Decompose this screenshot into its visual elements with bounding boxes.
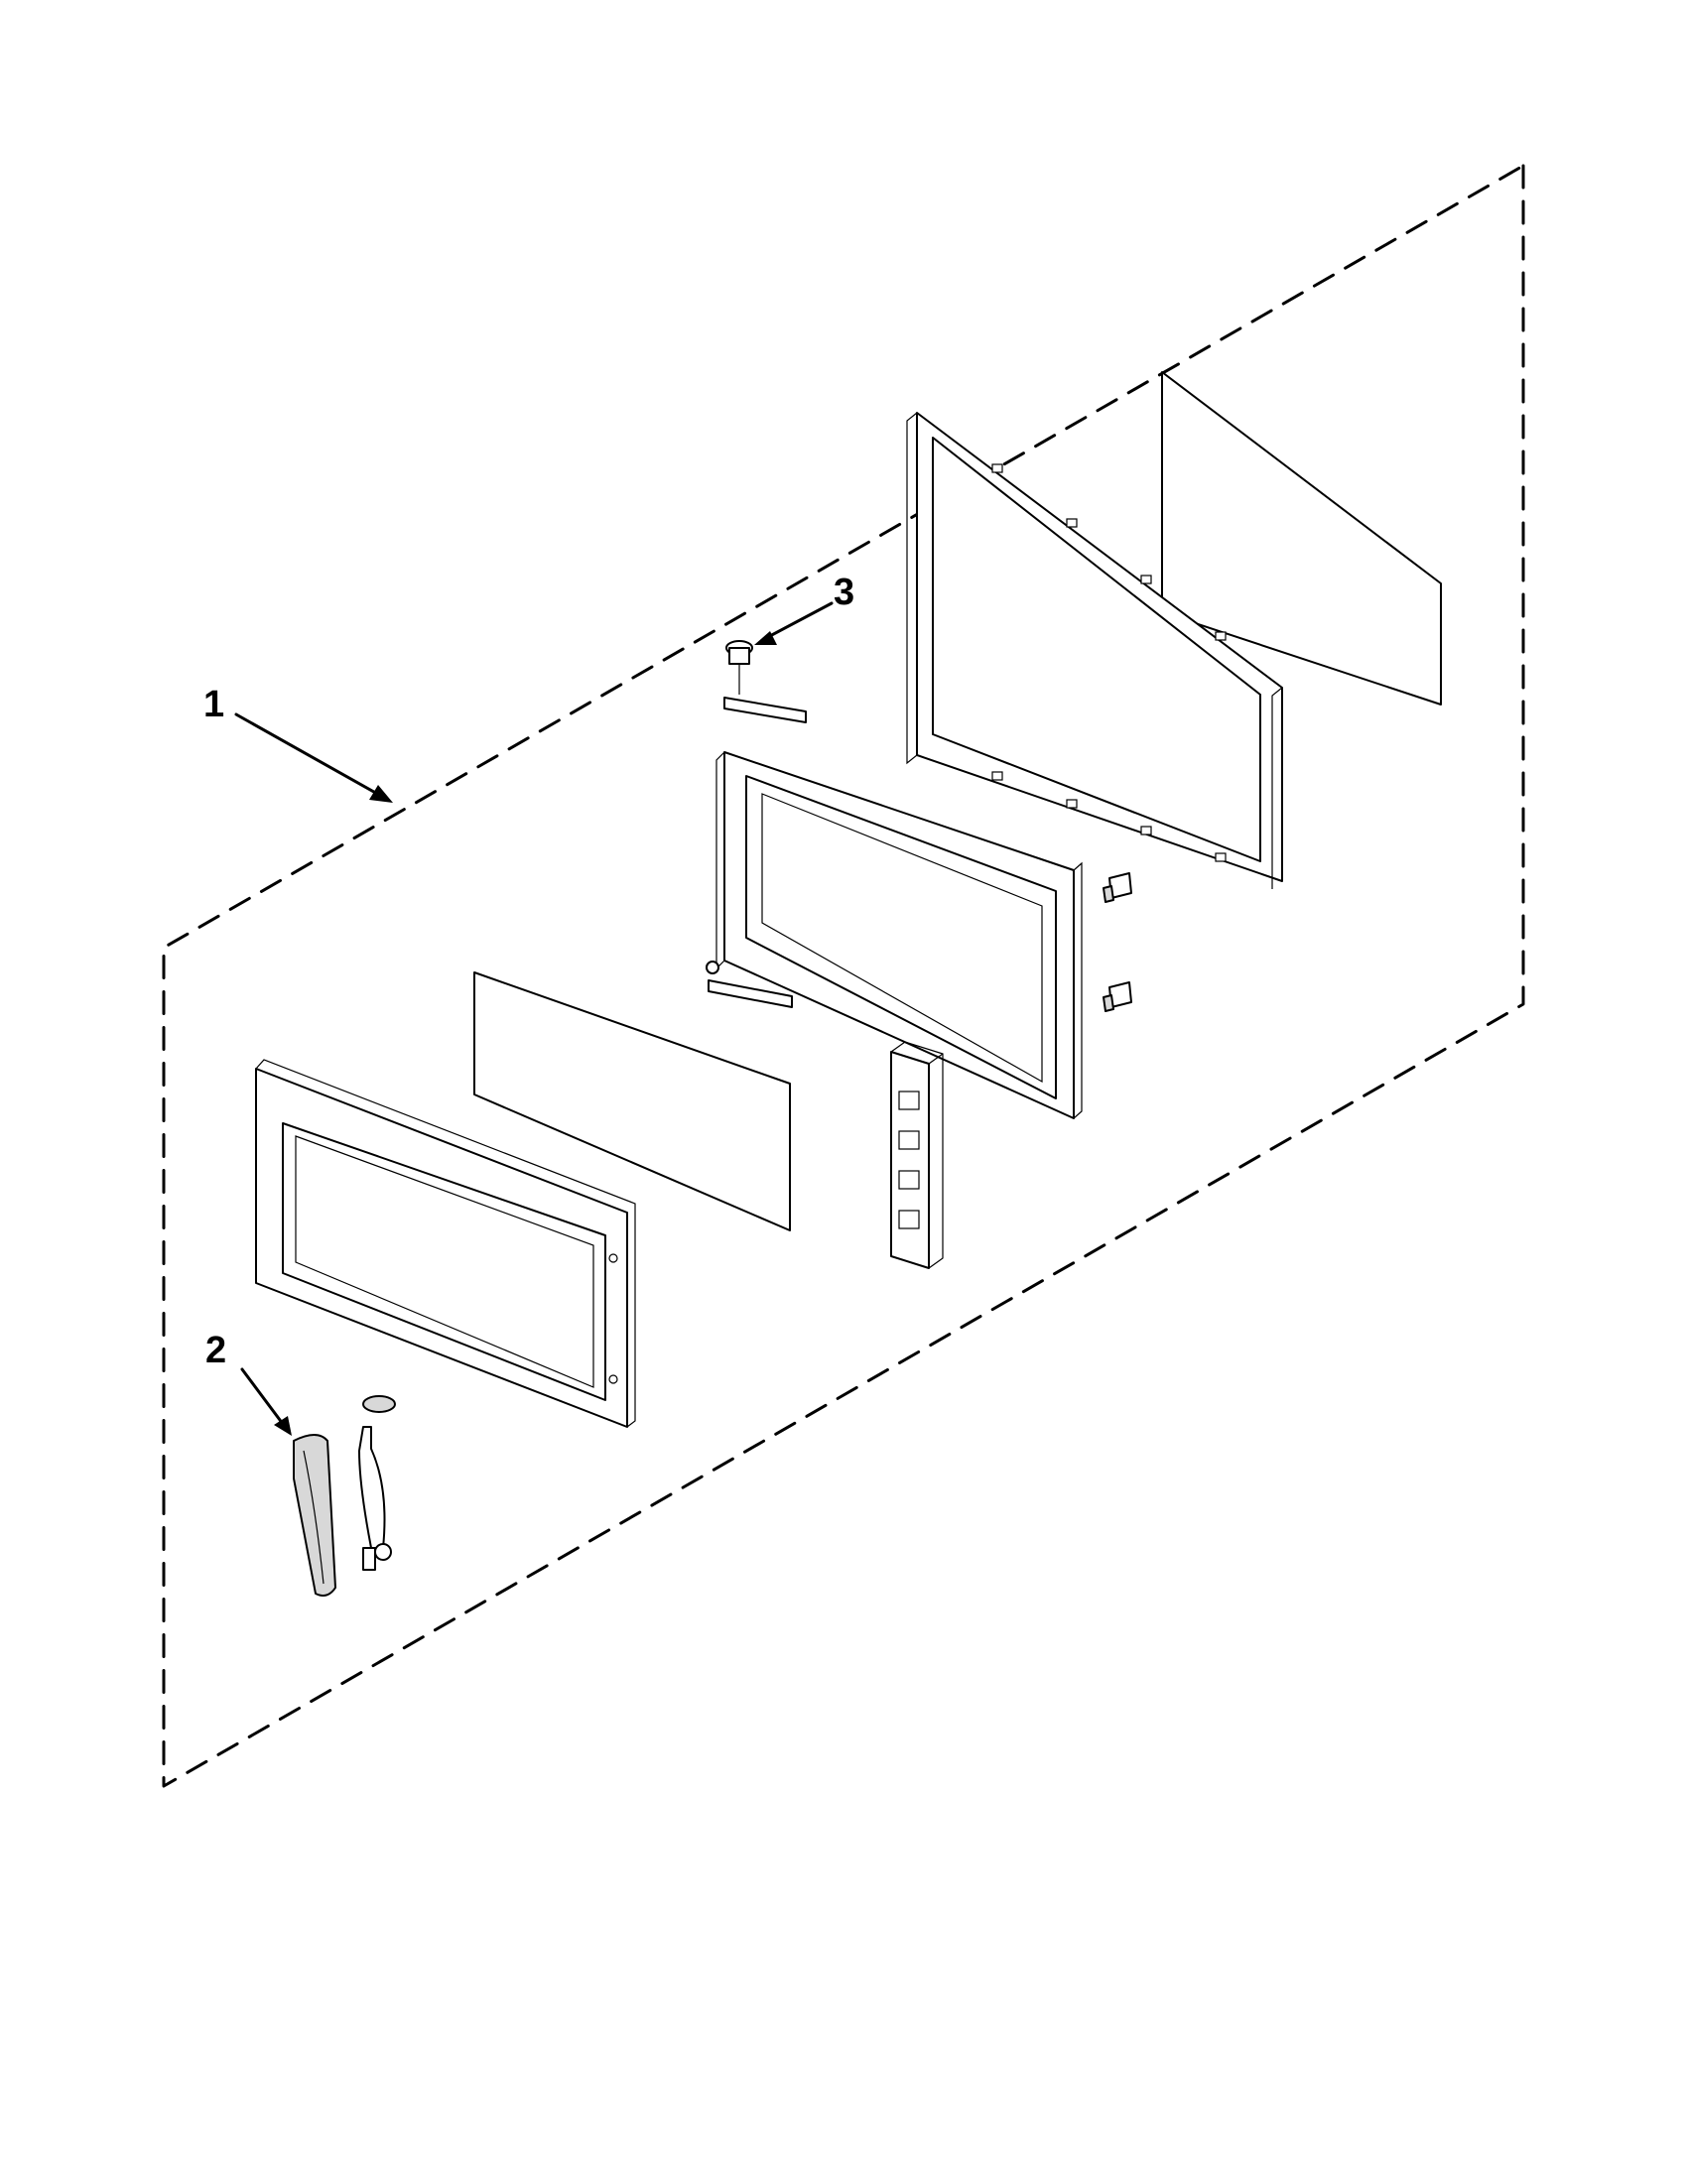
callout-arrow-3 bbox=[754, 601, 834, 645]
lower-hinge-plate bbox=[706, 961, 793, 1008]
hinge-pin-assembly bbox=[723, 640, 807, 723]
assembly-boundary-dashed bbox=[162, 164, 1525, 1788]
front-glass-panel bbox=[473, 971, 791, 1231]
latch-part-lower bbox=[1103, 981, 1132, 1012]
callout-label-3[interactable]: 3 bbox=[834, 572, 854, 613]
handle-mounting-bracket bbox=[358, 1426, 392, 1571]
outer-door-panel bbox=[255, 1059, 636, 1428]
door-inner-frame bbox=[715, 751, 1083, 1119]
callout-label-1[interactable]: 1 bbox=[203, 684, 224, 725]
callout-label-2[interactable]: 2 bbox=[205, 1330, 226, 1371]
door-handle bbox=[293, 1434, 336, 1597]
door-choke-frame bbox=[906, 412, 1283, 889]
logo-badge bbox=[362, 1395, 396, 1413]
latch-part-upper bbox=[1103, 872, 1132, 903]
callout-arrow-2 bbox=[240, 1367, 292, 1436]
callout-arrow-1 bbox=[234, 712, 393, 803]
rear-glass-panel bbox=[1161, 371, 1442, 706]
door-latch-assembly bbox=[890, 1041, 944, 1269]
